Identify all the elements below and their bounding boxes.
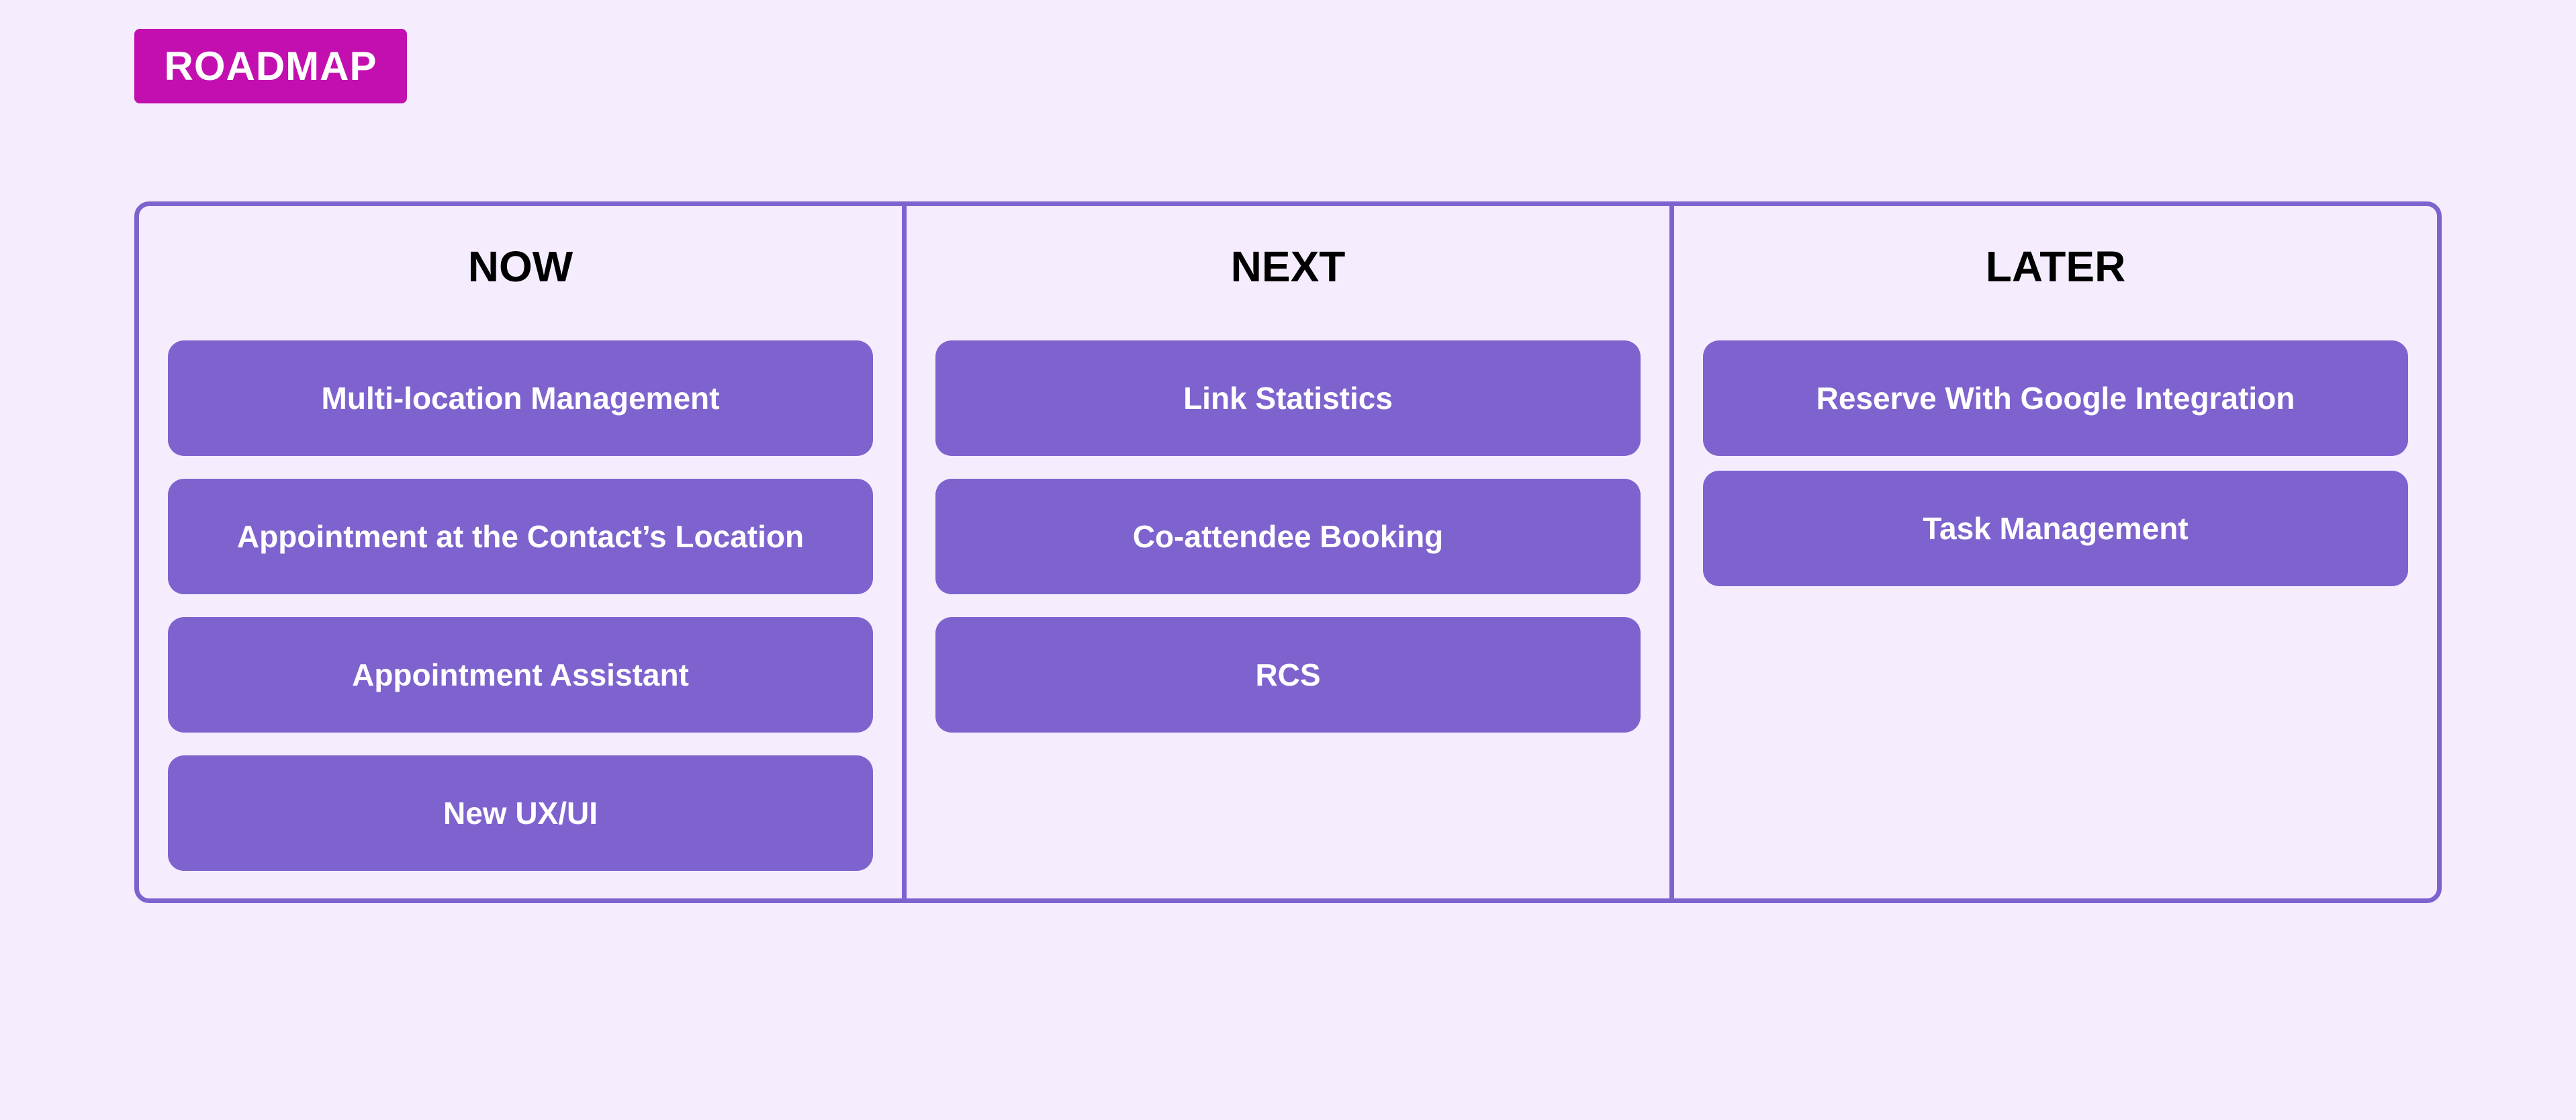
roadmap-card[interactable]: Reserve With Google Integration xyxy=(1703,340,2408,456)
roadmap-card[interactable]: RCS xyxy=(935,617,1641,733)
roadmap-card[interactable]: Appointment at the Contact’s Location xyxy=(168,479,873,594)
roadmap-card[interactable]: Appointment Assistant xyxy=(168,617,873,733)
roadmap-card[interactable]: New UX/UI xyxy=(168,755,873,871)
column-now: NOW Multi-location Management Appointmen… xyxy=(139,206,902,898)
roadmap-card[interactable]: Link Statistics xyxy=(935,340,1641,456)
roadmap-card[interactable]: Co-attendee Booking xyxy=(935,479,1641,594)
roadmap-board: NOW Multi-location Management Appointmen… xyxy=(134,201,2442,903)
roadmap-card[interactable]: Multi-location Management xyxy=(168,340,873,456)
column-title-now: NOW xyxy=(467,242,573,291)
column-title-later: LATER xyxy=(1985,242,2126,291)
card-list-next: Link Statistics Co-attendee Booking RCS xyxy=(935,340,1641,733)
roadmap-badge: ROADMAP xyxy=(134,29,407,103)
card-list-later: Reserve With Google Integration Task Man… xyxy=(1703,340,2408,586)
column-title-next: NEXT xyxy=(1230,242,1346,291)
column-later: LATER Reserve With Google Integration Ta… xyxy=(1669,206,2437,898)
roadmap-card[interactable]: Task Management xyxy=(1703,471,2408,586)
column-next: NEXT Link Statistics Co-attendee Booking… xyxy=(902,206,1669,898)
card-list-now: Multi-location Management Appointment at… xyxy=(168,340,873,871)
